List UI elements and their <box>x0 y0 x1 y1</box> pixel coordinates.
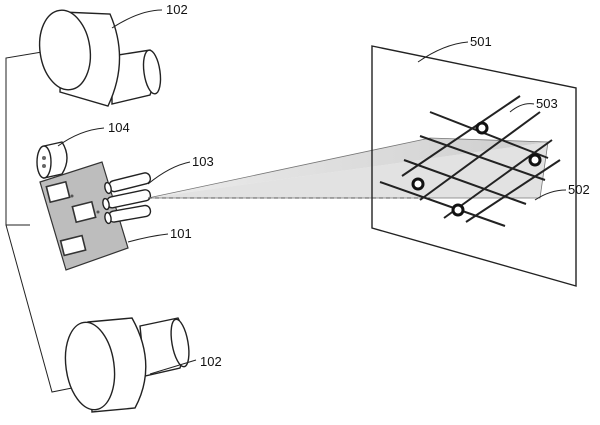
leader-lines <box>57 9 567 375</box>
label-103: 103 <box>192 154 214 169</box>
label-102-bottom: 102 <box>200 354 222 369</box>
emitter-module <box>36 141 68 179</box>
line-pattern <box>379 95 561 227</box>
camera-top <box>38 9 162 107</box>
laser-array <box>102 172 152 225</box>
label-104: 104 <box>108 120 130 135</box>
label-101: 101 <box>170 226 192 241</box>
projection-screen <box>371 45 577 287</box>
marker-circles <box>411 121 542 217</box>
mounting-frame <box>5 51 73 393</box>
camera-bottom <box>64 317 190 413</box>
label-501: 501 <box>470 34 492 49</box>
label-502: 502 <box>568 182 590 197</box>
label-102-top: 102 <box>166 2 188 17</box>
label-503: 503 <box>536 96 558 111</box>
